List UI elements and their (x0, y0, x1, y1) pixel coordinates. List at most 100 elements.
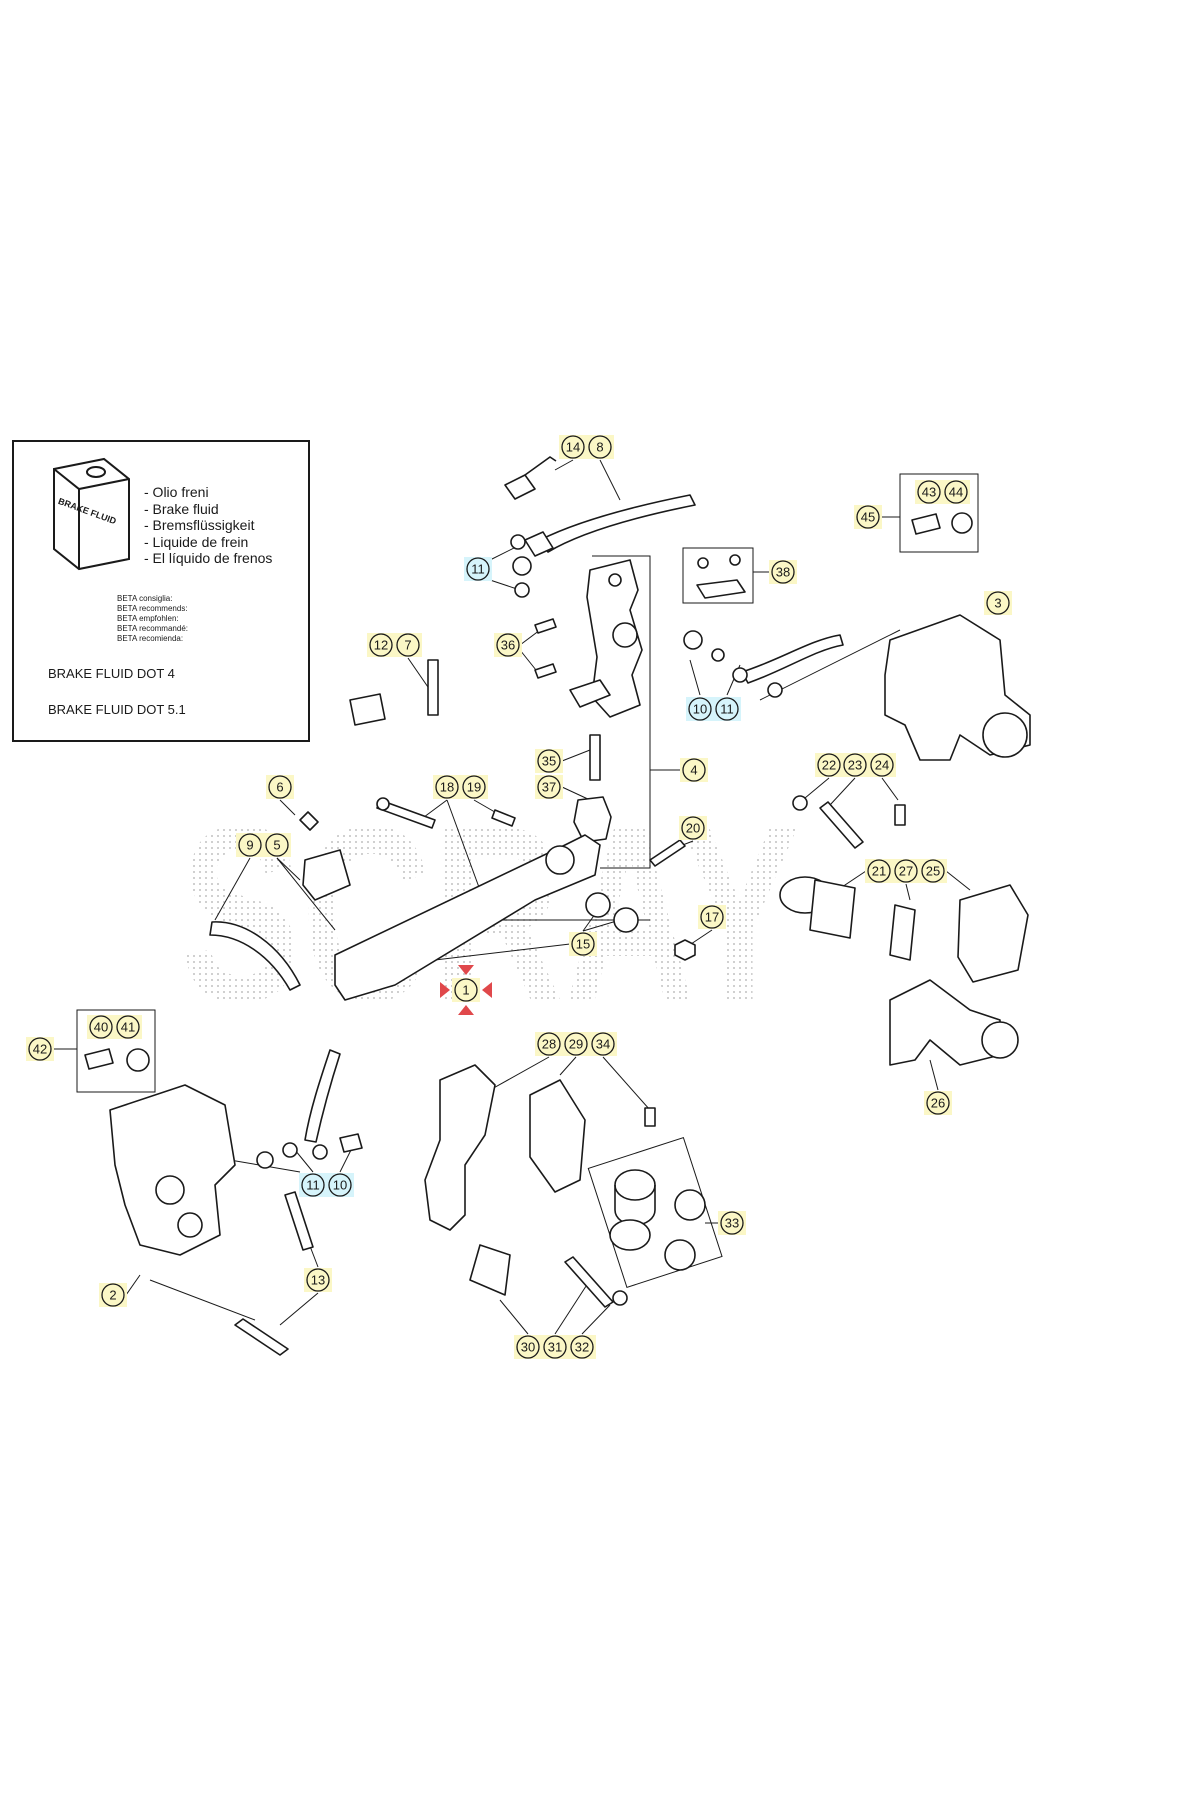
callout-number: 15 (576, 937, 590, 952)
brake-fluid-legend: BRAKE FLUID - Olio freni - Brake fluid -… (12, 440, 310, 742)
callout-32: 32 (568, 1335, 596, 1359)
callout-26: 26 (924, 1091, 952, 1115)
callout-1: 1 (452, 978, 480, 1002)
callout-11: 11 (464, 557, 492, 581)
callout-number: 35 (542, 754, 556, 769)
brake-pads-25 (957, 884, 1029, 983)
rec-fr: BETA recommandé: (117, 624, 188, 633)
callout-12: 12 (367, 633, 395, 657)
callout-number: 20 (686, 821, 700, 836)
callout-27: 27 (892, 859, 920, 883)
callout-34: 34 (589, 1032, 617, 1056)
callout-15: 15 (569, 932, 597, 956)
callout-number: 38 (776, 565, 790, 580)
callout-number: 42 (33, 1042, 47, 1057)
callout-number: 8 (596, 440, 603, 455)
brake-hose-8 (539, 494, 696, 553)
callout-number: 11 (720, 702, 734, 717)
callout-number: 21 (872, 864, 886, 879)
rec-it: BETA consiglia: (117, 594, 173, 603)
callout-number: 19 (467, 780, 481, 795)
callout-29: 29 (562, 1032, 590, 1056)
callout-number: 29 (569, 1037, 583, 1052)
callout-number: 14 (566, 440, 580, 455)
lang-de: - Bremsflüssigkeit (144, 517, 255, 533)
callout-number: 3 (994, 596, 1001, 611)
callout-number: 43 (922, 485, 936, 500)
callout-13: 13 (304, 1268, 332, 1292)
callout-10: 10 (686, 697, 714, 721)
rec-es: BETA recomienda: (117, 634, 184, 643)
callout-number: 37 (542, 780, 556, 795)
callout-7: 7 (394, 633, 422, 657)
rec-en: BETA recommends: (117, 604, 188, 613)
callout-35: 35 (535, 749, 563, 773)
lang-es: - El líquido de frenos (144, 550, 273, 566)
callout-number: 12 (374, 638, 388, 653)
callout-number: 9 (246, 838, 253, 853)
caliper-bracket-26 (889, 979, 1001, 1066)
callout-41: 41 (114, 1015, 142, 1039)
callout-44: 44 (942, 480, 970, 504)
callout-19: 19 (460, 775, 488, 799)
callout-number: 18 (440, 780, 454, 795)
callout-number: 1 (462, 983, 469, 998)
callout-number: 11 (306, 1178, 320, 1193)
lang-fr: - Liquide de frein (144, 533, 249, 550)
callout-6: 6 (266, 775, 294, 799)
callout-number: 23 (848, 758, 862, 773)
lang-it: - Olio freni (144, 484, 209, 500)
callout-number: 44 (949, 485, 963, 500)
callout-number: 7 (404, 638, 411, 653)
caliper-bracket-28 (424, 1064, 496, 1231)
lang-en: - Brake fluid (144, 500, 219, 517)
callout-number: 33 (725, 1216, 739, 1231)
fitting-14 (504, 474, 536, 500)
callout-number: 5 (273, 838, 280, 853)
callout-10: 10 (326, 1173, 354, 1197)
pedal-reference-marker (440, 965, 492, 1015)
callout-8: 8 (586, 435, 614, 459)
callout-37: 37 (535, 775, 563, 799)
callout-31: 31 (541, 1335, 569, 1359)
spring-7 (427, 659, 439, 716)
recommends-list: BETA consiglia: BETA recommends: BETA em… (117, 594, 188, 644)
callout-21: 21 (865, 859, 893, 883)
callout-number: 32 (575, 1340, 589, 1355)
brake-pedal-1 (334, 834, 601, 1001)
callout-number: 24 (875, 758, 889, 773)
callout-20: 20 (679, 816, 707, 840)
brake-hose-front (304, 1049, 341, 1143)
callout-43: 43 (915, 480, 943, 504)
callout-5: 5 (263, 833, 291, 857)
callout-14: 14 (559, 435, 587, 459)
callout-38: 38 (769, 560, 797, 584)
brake-hose-9 (209, 921, 301, 991)
callout-36: 36 (494, 633, 522, 657)
callout-number: 30 (521, 1340, 535, 1355)
callout-9: 9 (236, 833, 264, 857)
callout-number: 36 (501, 638, 515, 653)
callout-2: 2 (99, 1283, 127, 1307)
callout-number: 45 (861, 510, 875, 525)
callout-45: 45 (854, 505, 882, 529)
brake-hose-3 (741, 634, 844, 684)
callout-number: 2 (109, 1288, 116, 1303)
callout-number: 4 (690, 763, 697, 778)
callout-23: 23 (841, 753, 869, 777)
callout-number: 27 (899, 864, 913, 879)
rec-de: BETA empfohlen: (117, 614, 179, 623)
callout-number: 22 (822, 758, 836, 773)
callout-number: 41 (121, 1020, 135, 1035)
callout-42: 42 (26, 1037, 54, 1061)
callout-28: 28 (535, 1032, 563, 1056)
hose-fitting (524, 531, 554, 557)
callout-number: 31 (548, 1340, 562, 1355)
callout-number: 40 (94, 1020, 108, 1035)
callout-17: 17 (698, 905, 726, 929)
callout-18: 18 (433, 775, 461, 799)
callout-24: 24 (868, 753, 896, 777)
callout-33: 33 (718, 1211, 746, 1235)
callout-11: 11 (713, 697, 741, 721)
